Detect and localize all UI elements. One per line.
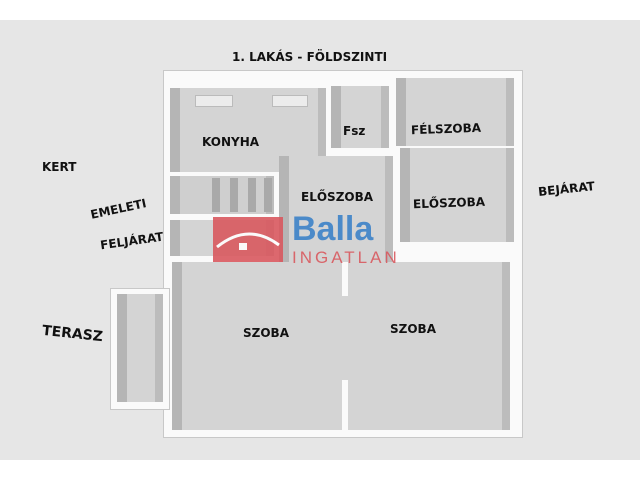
label-szoba-left: SZOBA <box>243 326 289 340</box>
stair-step <box>230 178 238 212</box>
label-eloszoba-left: ELŐSZOBA <box>301 190 374 204</box>
divider-wall <box>342 380 348 430</box>
plan-title: 1. LAKÁS - FÖLDSZINTI <box>232 50 388 64</box>
divider-wall <box>342 262 348 296</box>
stair-step <box>248 178 256 212</box>
label-fsz: Fsz <box>343 124 366 138</box>
house-logo-icon <box>213 217 283 262</box>
watermark-sub: INGATLAN <box>292 248 400 267</box>
room-terasz <box>117 294 163 402</box>
staircase <box>170 176 274 214</box>
stair-step <box>212 178 220 212</box>
label-konyha: KONYHA <box>202 135 260 149</box>
label-kert: KERT <box>42 160 77 174</box>
room-eloszoba-right <box>400 148 514 242</box>
room-szoba <box>172 262 510 430</box>
label-felszoba: FÉLSZOBA <box>410 120 482 138</box>
room-fsz <box>331 86 389 148</box>
label-szoba-right: SZOBA <box>390 322 436 336</box>
window <box>272 95 308 107</box>
watermark-brand: Balla <box>292 210 374 248</box>
window <box>195 95 233 107</box>
stair-step <box>264 178 272 212</box>
room-felszoba <box>396 78 514 146</box>
label-eloszoba-right: ELŐSZOBA <box>412 194 486 212</box>
